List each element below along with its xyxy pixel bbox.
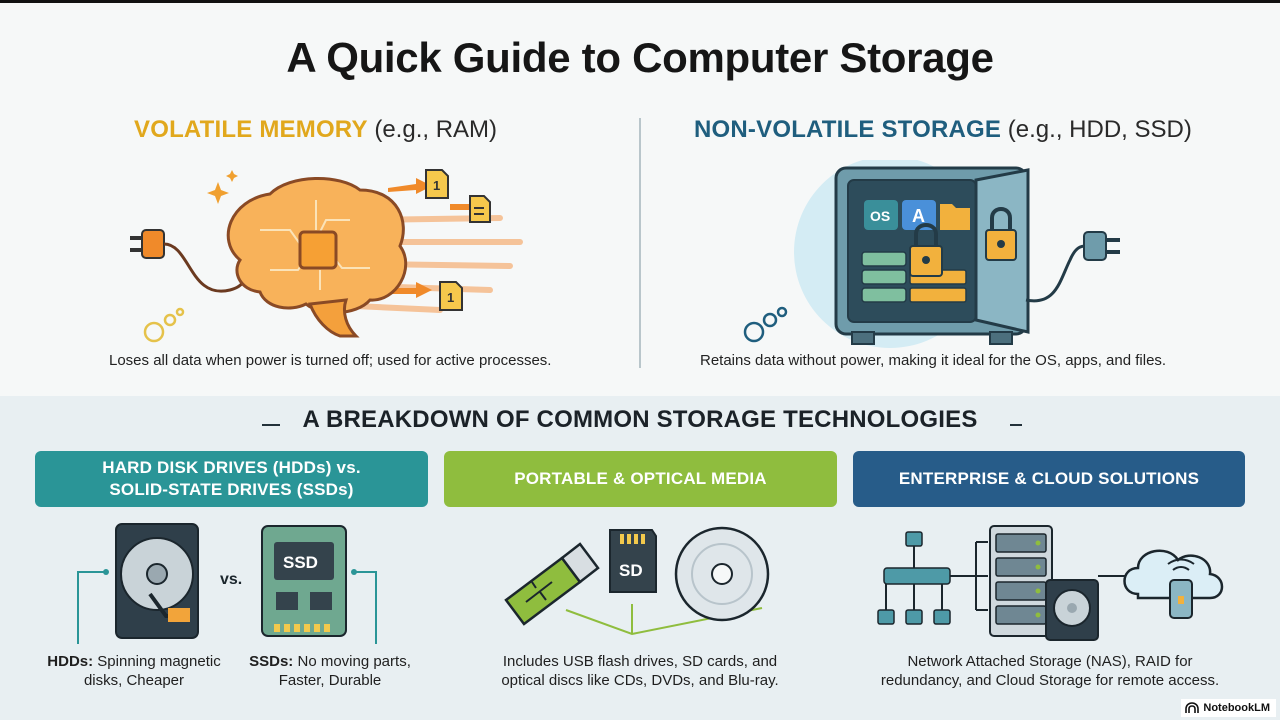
nonvolatile-caption: Retains data without power, making it id… — [700, 352, 1167, 369]
hdd-description: HDDs: Spinning magnetic disks, Cheaper — [34, 652, 234, 690]
file-icon: 1 — [425, 169, 449, 199]
enterprise-description-line2: redundancy, and Cloud Storage for remote… — [880, 672, 1220, 689]
document-icon — [469, 195, 491, 223]
network-icon — [877, 531, 951, 625]
hdd-description-line1: Spinning magnetic — [93, 653, 221, 670]
portable-description-line1: Includes USB flash drives, SD cards, and — [502, 653, 778, 670]
os-label: OS — [870, 208, 890, 224]
volatile-caption: Loses all data when power is turned off;… — [109, 352, 552, 369]
ssd-description: SSDs: No moving parts, Faster, Durable — [230, 652, 430, 690]
page-title: A Quick Guide to Computer Storage — [286, 34, 994, 81]
hdd-icon — [115, 523, 199, 639]
category-hdd-ssd-line2: SOLID-STATE DRIVES (SSDs) — [109, 480, 354, 499]
ssd-chip-label: SSD — [283, 553, 318, 572]
file-icon: 1 — [439, 281, 463, 311]
ssd-description-line1: No moving parts, — [293, 653, 411, 670]
portable-media-illustration: SD — [496, 524, 786, 638]
file-label: 1 — [433, 178, 440, 193]
heading-rule-left — [262, 424, 280, 426]
volatile-heading: VOLATILE MEMORY (e.g., RAM) — [134, 116, 497, 144]
ssd-term: SSDs: — [249, 653, 294, 670]
hdd-description-line2: disks, Cheaper — [83, 672, 185, 689]
heading-rule-right — [1010, 424, 1022, 426]
brain-illustration: 1 1 — [120, 160, 540, 350]
breakdown-title: A BREAKDOWN OF COMMON STORAGE TECHNOLOGI… — [302, 406, 978, 433]
top-border — [0, 0, 1280, 3]
nonvolatile-heading: NON-VOLATILE STORAGE (e.g., HDD, SSD) — [694, 116, 1192, 144]
sd-label: SD — [619, 561, 643, 580]
category-enterprise-cloud: ENTERPRISE & CLOUD SOLUTIONS — [853, 451, 1245, 507]
plug-icon — [1025, 231, 1120, 303]
ssd-description-line2: Faster, Durable — [278, 672, 382, 689]
apps-label: A — [912, 206, 925, 226]
brain-icon — [226, 176, 408, 338]
category-portable-optical: PORTABLE & OPTICAL MEDIA — [444, 451, 837, 507]
server-rack-icon — [989, 525, 1053, 637]
cloud-icon — [1123, 549, 1224, 619]
brand-name: NotebookLM — [1203, 702, 1270, 714]
enterprise-illustration — [876, 520, 1236, 644]
brand-badge: NotebookLM — [1181, 699, 1276, 717]
safe-icon: OS A — [834, 166, 1030, 345]
sd-card-icon: SD — [609, 529, 657, 593]
section-divider — [639, 118, 641, 368]
enterprise-description-line1: Network Attached Storage (NAS), RAID for — [907, 653, 1193, 670]
hdd-term: HDDs: — [47, 653, 94, 670]
usb-drive-icon — [504, 542, 600, 626]
category-enterprise-label: ENTERPRISE & CLOUD SOLUTIONS — [898, 469, 1200, 488]
hdd-ssd-illustration: vs. SSD — [70, 520, 410, 644]
vs-label: vs. — [220, 571, 242, 588]
nonvolatile-heading-example: (e.g., HDD, SSD) — [1001, 116, 1192, 143]
portable-description-line2: optical discs like CDs, DVDs, and Blu-ra… — [501, 672, 779, 689]
nonvolatile-heading-strong: NON-VOLATILE STORAGE — [694, 116, 1002, 143]
file-label: 1 — [447, 290, 454, 305]
enterprise-description: Network Attached Storage (NAS), RAID for… — [850, 652, 1250, 690]
volatile-heading-example: (e.g., RAM) — [367, 116, 498, 143]
portable-description: Includes USB flash drives, SD cards, and… — [470, 652, 810, 690]
ssd-icon: SSD — [261, 525, 347, 637]
category-hdd-ssd-line1: HARD DISK DRIVES (HDDs) vs. — [102, 458, 361, 477]
optical-disc-icon — [674, 526, 770, 622]
safe-illustration: OS A — [740, 160, 1160, 352]
category-portable-label: PORTABLE & OPTICAL MEDIA — [514, 469, 767, 488]
category-hdd-ssd: HARD DISK DRIVES (HDDs) vs. SOLID-STATE … — [35, 451, 428, 507]
notebooklm-logo-icon — [1185, 702, 1200, 713]
volatile-heading-strong: VOLATILE MEMORY — [134, 116, 368, 143]
hdd-icon — [1045, 579, 1099, 641]
